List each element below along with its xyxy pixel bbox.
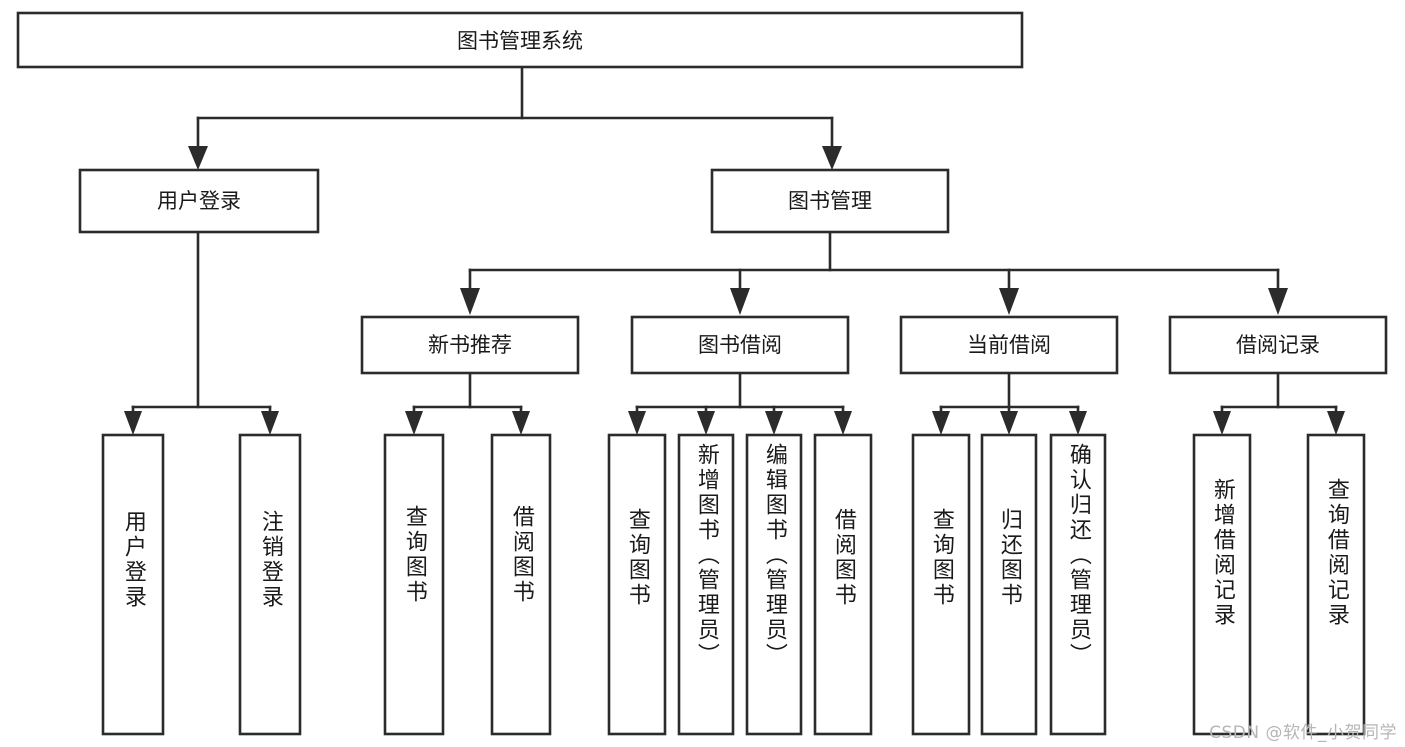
node-book-management-box[interactable]: [710, 168, 950, 234]
node-leaf-edit-book-box[interactable]: [745, 433, 803, 736]
arrow-head-leaf-query-book-3: [932, 411, 950, 435]
node-leaf-borrow-book-1-box[interactable]: [490, 433, 552, 736]
node-leaf-query-book-1-box[interactable]: [383, 433, 445, 736]
node-leaf-query-record-box[interactable]: [1306, 433, 1366, 736]
node-leaf-query-book-3-box[interactable]: [911, 433, 971, 736]
node-book-management[interactable]: 图书管理: [710, 168, 950, 234]
arrow-head-leaf-logout: [261, 411, 279, 435]
node-current-borrow-label: 当前借阅: [967, 333, 1051, 357]
node-root[interactable]: 图书管理系统: [16, 11, 1024, 69]
node-leaf-user-login-box[interactable]: [101, 433, 165, 736]
connector-group-book-borrow: [628, 371, 852, 435]
connector-group-user-login: [124, 230, 279, 435]
arrow-head-leaf-borrow-book-1: [512, 411, 530, 435]
arrow-head-leaf-query-book-1: [405, 411, 423, 435]
node-root-box[interactable]: [16, 11, 1024, 69]
node-new-book-recommend-box[interactable]: [360, 315, 580, 375]
node-borrow-record[interactable]: 借阅记录: [1168, 315, 1388, 375]
connector-group-current-borrow: [932, 371, 1087, 435]
arrow-head-leaf-borrow-book-2: [834, 411, 852, 435]
arrow-head-leaf-add-record: [1213, 411, 1231, 435]
arrow-head-leaf-add-book: [697, 411, 715, 435]
connector-group-root: [188, 65, 842, 170]
node-book-borrow-label: 图书借阅: [698, 333, 782, 357]
arrow-head-new-book-recommend: [460, 288, 480, 315]
node-leaf-return-book-box[interactable]: [980, 433, 1038, 736]
node-user-login[interactable]: 用户登录: [78, 168, 320, 234]
node-book-management-label: 图书管理: [788, 189, 872, 213]
arrow-head-user-login: [188, 146, 208, 170]
node-leaf-logout-box[interactable]: [238, 433, 302, 736]
node-borrow-record-label: 借阅记录: [1236, 333, 1320, 357]
node-leaf-add-book-box[interactable]: [677, 433, 735, 736]
node-borrow-record-box[interactable]: [1168, 315, 1388, 375]
connector-group-new-book-recommend: [405, 371, 530, 435]
arrow-head-book-management: [822, 146, 842, 170]
arrow-head-borrow-record: [1268, 288, 1288, 315]
arrow-head-leaf-query-book-2: [628, 411, 646, 435]
connector-group-book-management: [460, 230, 1288, 315]
node-book-borrow-box[interactable]: [630, 315, 850, 375]
node-leaf-add-record-box[interactable]: [1192, 433, 1252, 736]
node-current-borrow[interactable]: 当前借阅: [899, 315, 1119, 375]
node-leaf-confirm-return-box[interactable]: [1049, 433, 1107, 736]
node-new-book-recommend[interactable]: 新书推荐: [360, 315, 580, 375]
node-user-login-box[interactable]: [78, 168, 320, 234]
csdn-watermark: CSDN @软件_小贺同学: [1209, 723, 1397, 743]
arrow-head-leaf-confirm-return: [1069, 411, 1087, 435]
arrow-head-book-borrow: [730, 288, 750, 315]
arrow-head-leaf-query-record: [1327, 411, 1345, 435]
node-leaf-borrow-book-2-box[interactable]: [813, 433, 873, 736]
arrow-head-current-borrow: [999, 288, 1019, 315]
arrow-head-leaf-return-book: [1000, 411, 1018, 435]
node-book-borrow[interactable]: 图书借阅: [630, 315, 850, 375]
node-new-book-recommend-label: 新书推荐: [428, 333, 512, 357]
node-leaf-query-book-2-box[interactable]: [607, 433, 667, 736]
arrow-head-leaf-edit-book: [765, 411, 783, 435]
node-current-borrow-box[interactable]: [899, 315, 1119, 375]
node-user-login-label: 用户登录: [157, 189, 241, 213]
node-root-label: 图书管理系统: [457, 29, 583, 53]
connector-group-borrow-record: [1213, 371, 1345, 435]
arrow-head-leaf-user-login: [124, 411, 142, 435]
